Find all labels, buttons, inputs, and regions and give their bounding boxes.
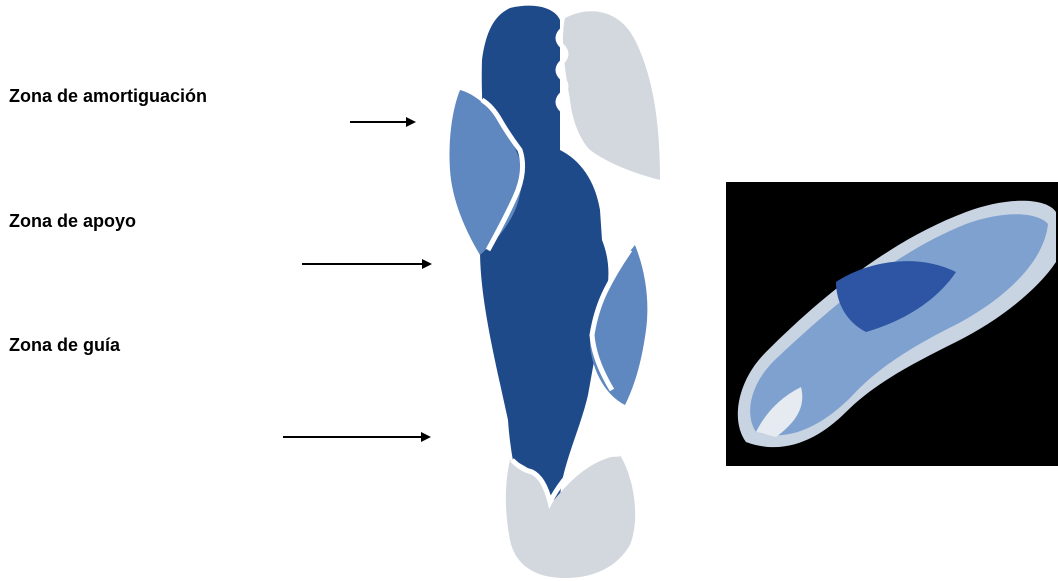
insole-diagram: [420, 0, 680, 581]
right-arrow-icon: [350, 114, 420, 130]
label-support-zone: Zona de apoyo: [9, 211, 136, 232]
label-cushioning-zone: Zona de amortiguación: [9, 86, 207, 107]
label-guide-zone: Zona de guía: [9, 335, 120, 356]
insole-photo: [726, 182, 1058, 466]
right-arrow-icon: [302, 256, 436, 272]
right-arrow-icon: [283, 429, 435, 445]
